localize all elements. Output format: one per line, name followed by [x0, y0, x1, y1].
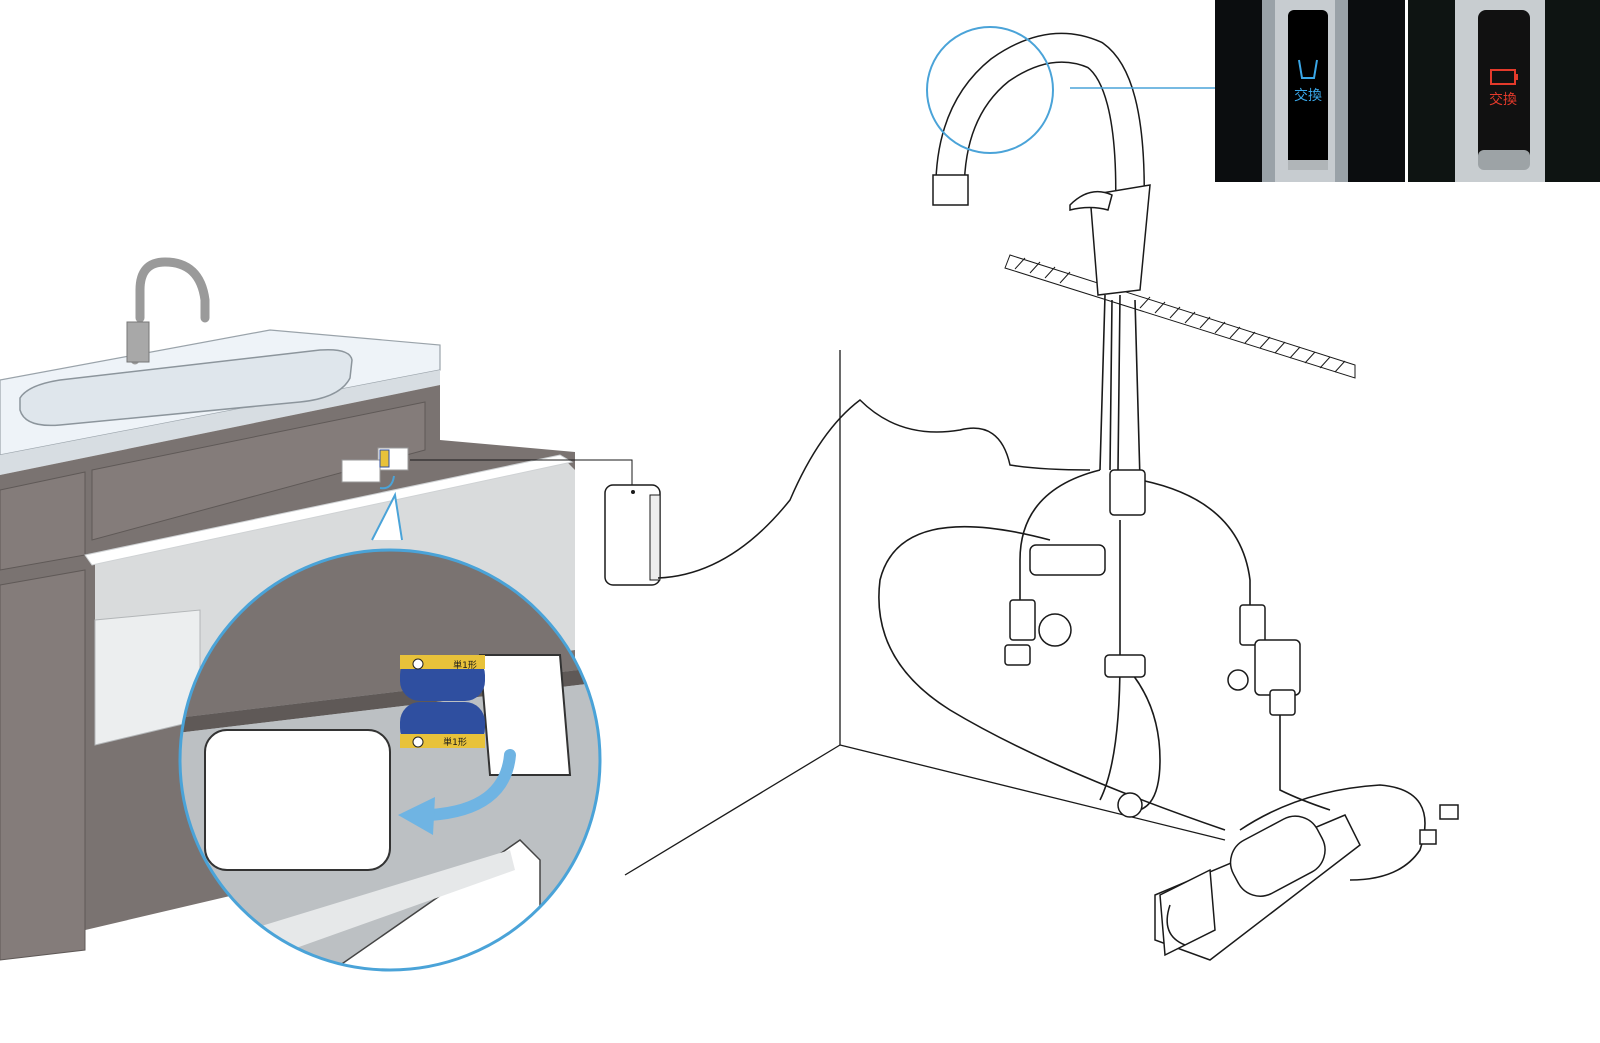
countertop-edge: [0, 370, 440, 475]
battery-indicator-label: 交換: [1489, 91, 1517, 108]
valves: [1004, 469, 1301, 818]
indicator-photo-filter: 交換: [1215, 0, 1405, 182]
controller-cable: [657, 399, 1091, 579]
battery-zoom-callout: 単1形 単1形: [178, 548, 602, 972]
leader-line-controller: [410, 459, 633, 485]
indicator-photo-battery: 交換: [1408, 0, 1600, 182]
cabinet-upper-drawer-2: [91, 401, 426, 541]
battery-top: 単1形: [400, 655, 485, 701]
battery-cover: [204, 729, 391, 871]
filter-cartridge: [1154, 804, 1459, 961]
zoom-callout-pointer: [371, 491, 403, 541]
floor-line-left: [624, 744, 841, 876]
faucet-neck: [1089, 184, 1151, 296]
indicator-zoom-ring: [926, 26, 1054, 154]
floor-line-right: [839, 744, 1226, 841]
filter-indicator-label: 交換: [1294, 87, 1322, 104]
lower-drawer: [0, 569, 86, 961]
faucet-body: [126, 321, 150, 363]
faucet-lever: [1069, 190, 1113, 211]
sink-basin: [19, 348, 353, 427]
open-drawer-front-lip: [84, 454, 574, 566]
battery-box-small-2: [341, 459, 381, 483]
purifier-faucet: [932, 32, 1151, 296]
battery-bottom-label: 単1形: [443, 736, 467, 748]
countertop-hatching: [1004, 254, 1356, 379]
battery-swap-arrowhead: [398, 797, 435, 835]
small-swap-arrow: [379, 475, 395, 490]
battery-top-label: 単1形: [453, 659, 477, 671]
controller-unit: [604, 484, 661, 586]
battery-swap-arrow: [424, 749, 516, 821]
under-sink-plumbing: [878, 294, 1426, 881]
filter-glass-icon: [1298, 59, 1318, 79]
battery-case: [478, 654, 572, 776]
battery-bottom: 単1形: [400, 702, 485, 748]
battery-cells-small: [379, 449, 390, 468]
